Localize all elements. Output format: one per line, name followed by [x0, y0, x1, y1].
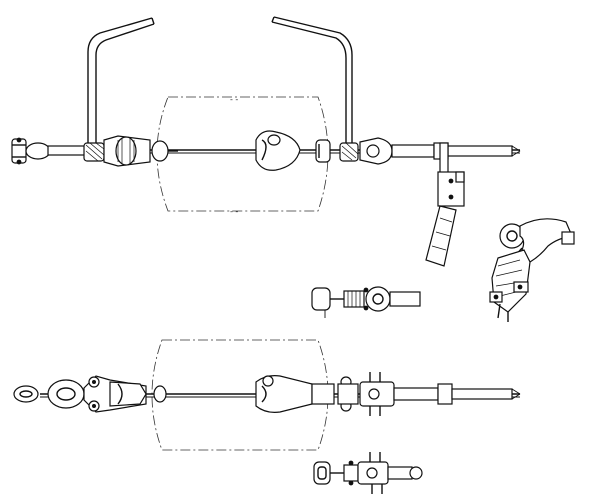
right-socket-fitting — [255, 130, 331, 171]
oval-eye-link — [13, 379, 85, 409]
suspension-clamp-detail — [489, 218, 575, 322]
upper-insulator-envelope: - - - - — [150, 95, 330, 216]
clamp-body — [489, 249, 531, 322]
svg-text:- -: - - — [230, 95, 238, 104]
right-pole-bracket — [271, 16, 359, 162]
left-shackle — [11, 137, 87, 165]
upper-assembly-view: - - - - — [11, 16, 521, 267]
yoke-plate — [83, 375, 167, 413]
lower-tension-bar — [359, 372, 521, 416]
upper-eye-detail — [311, 286, 421, 318]
lower-assembly-view — [13, 339, 521, 451]
svg-text:- -: - - — [230, 207, 238, 216]
right-tension-bar — [359, 137, 521, 165]
lower-clevis-detail — [313, 452, 423, 494]
drop-bracket — [425, 142, 465, 267]
left-socket-fitting — [103, 135, 178, 167]
left-pole-bracket — [83, 17, 155, 162]
clevis-tongue — [255, 375, 359, 413]
